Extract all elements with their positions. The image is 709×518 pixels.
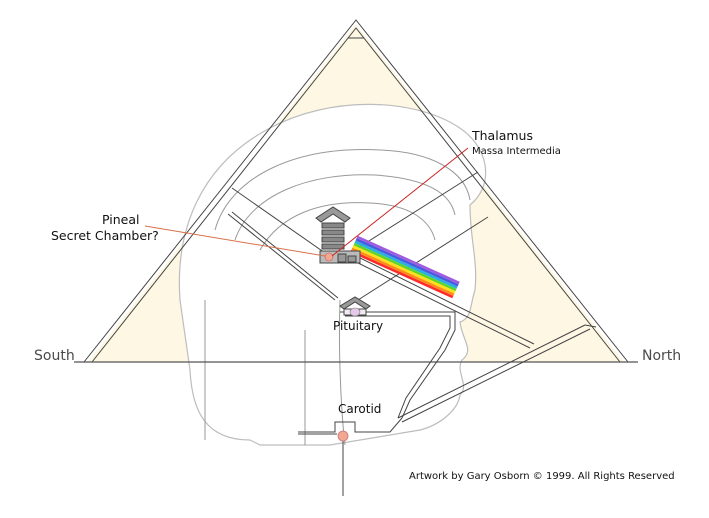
pyramid-outline xyxy=(83,19,629,363)
rainbow-band xyxy=(356,235,460,285)
carotid-node xyxy=(337,430,349,442)
thalamus-label: Thalamus xyxy=(472,128,533,143)
secret-chamber-label: Secret Chamber? xyxy=(51,228,159,243)
pituitary-gland xyxy=(349,307,361,317)
thalamus-pointer xyxy=(331,147,469,257)
rainbow-band xyxy=(353,242,457,292)
north-label: North xyxy=(642,348,682,364)
shaft-lines xyxy=(227,171,597,496)
head-sketch xyxy=(178,103,487,446)
rainbow-beam xyxy=(350,235,460,299)
pineal-pointer xyxy=(144,225,326,257)
south-label: South xyxy=(34,348,75,364)
pineal-gland xyxy=(324,252,334,262)
artwork-credit: Artwork by Gary Osborn © 1999. All Right… xyxy=(409,471,675,482)
rainbow-band xyxy=(354,240,458,289)
rainbow-band xyxy=(351,247,455,296)
pituitary-label: Pituitary xyxy=(333,319,384,333)
rainbow-band xyxy=(355,238,459,287)
rainbow-band xyxy=(350,249,454,299)
carotid-label: Carotid xyxy=(338,402,382,416)
rainbow-band xyxy=(352,245,456,294)
pineal-label: Pineal xyxy=(102,212,140,227)
massa-intermedia-label: Massa Intermedia xyxy=(472,146,561,157)
